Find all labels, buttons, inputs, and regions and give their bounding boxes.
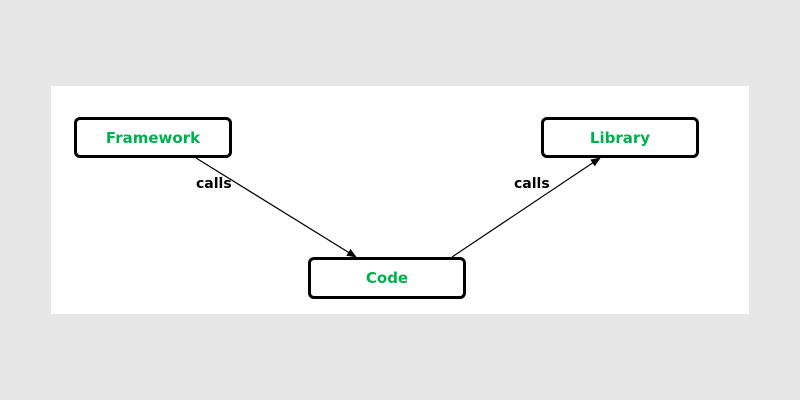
library-node-label: Library bbox=[589, 128, 651, 147]
edge-label-framework-code: calls bbox=[196, 176, 232, 192]
framework-node: Framework bbox=[74, 117, 232, 158]
code-node: Code bbox=[308, 257, 466, 299]
arrow-framework-to-code bbox=[195, 157, 357, 258]
edge-label-code-library: calls bbox=[514, 176, 550, 192]
framework-node-label: Framework bbox=[105, 128, 201, 147]
arrow-code-to-library bbox=[451, 157, 601, 258]
code-node-label: Code bbox=[365, 269, 409, 287]
library-node: Library bbox=[541, 117, 699, 158]
